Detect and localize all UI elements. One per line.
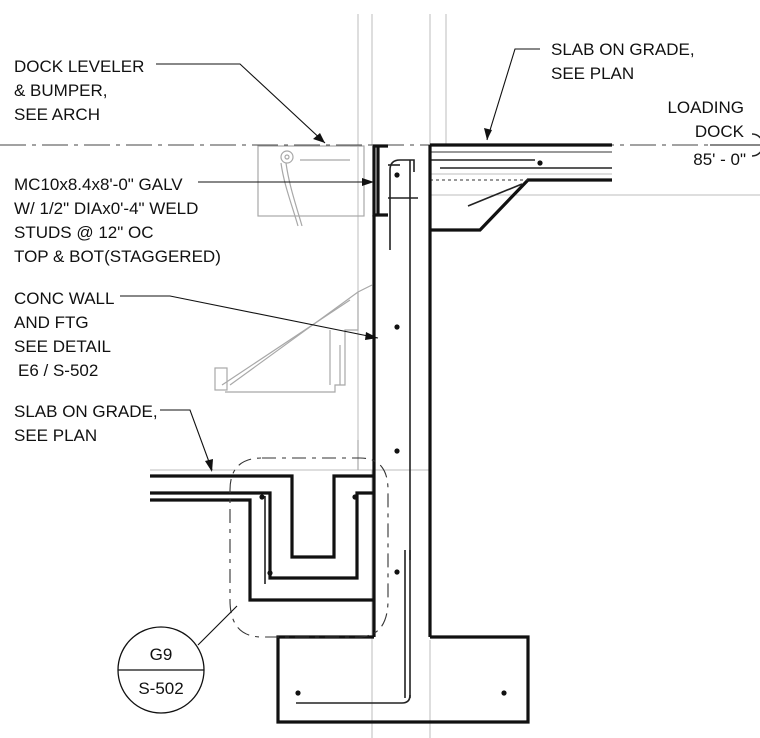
- note-channel-line-3: STUDS @ 12" OC: [14, 223, 154, 242]
- note-slab-top-line-2: SEE PLAN: [551, 64, 634, 83]
- note-channel-line-1: MC10x8.4x8'-0" GALV: [14, 175, 183, 194]
- loading-dock-label-line-2: DOCK: [695, 122, 745, 141]
- concrete-wall: [372, 145, 432, 698]
- loading-dock-level-tag: LOADING DOCK 85' - 0": [667, 98, 746, 169]
- detail-bubble[interactable]: G9 S-502: [117, 626, 205, 714]
- loading-dock-label-line-1: LOADING: [667, 98, 744, 117]
- leaders: [120, 48, 760, 646]
- note-conc-wall: CONC WALL AND FTG SEE DETAIL E6 / S-502: [14, 289, 114, 380]
- rebar-dots: [259, 160, 543, 696]
- leveler-mechanism-ghost: [214, 284, 373, 470]
- note-conc-wall-line-3: SEE DETAIL: [14, 337, 111, 356]
- note-conc-wall-line-2: AND FTG: [14, 313, 89, 332]
- note-channel-line-4: TOP & BOT(STAGGERED): [14, 247, 221, 266]
- note-slab-top: SLAB ON GRADE, SEE PLAN: [551, 40, 695, 83]
- note-slab-lower: SLAB ON GRADE, SEE PLAN: [14, 402, 158, 445]
- note-dock-leveler-line-3: SEE ARCH: [14, 105, 100, 124]
- note-slab-top-line-1: SLAB ON GRADE,: [551, 40, 695, 59]
- note-conc-wall-line-4: E6 / S-502: [18, 361, 98, 380]
- note-channel-line-2: W/ 1/2" DIAx0'-4" WELD: [14, 199, 198, 218]
- note-channel: MC10x8.4x8'-0" GALV W/ 1/2" DIAx0'-4" WE…: [14, 175, 221, 266]
- dock-leveler-ghost: [257, 145, 365, 227]
- note-slab-lower-line-1: SLAB ON GRADE,: [14, 402, 158, 421]
- note-slab-lower-line-2: SEE PLAN: [14, 426, 97, 445]
- note-dock-leveler-line-2: & BUMPER,: [14, 81, 108, 100]
- note-dock-leveler-line-1: DOCK LEVELER: [14, 57, 144, 76]
- note-conc-wall-line-1: CONC WALL: [14, 289, 114, 308]
- note-dock-leveler: DOCK LEVELER & BUMPER, SEE ARCH: [14, 57, 144, 124]
- top-slab-on-grade: [430, 143, 612, 232]
- edge-channel: [372, 144, 418, 217]
- elevation-label: 85' - 0": [693, 150, 746, 169]
- detail-bubble-number: G9: [150, 645, 173, 664]
- footing: [276, 635, 530, 724]
- lower-slab-with-pit: [150, 474, 374, 602]
- detail-callout-boundary: [229, 457, 389, 638]
- detail-bubble-sheet: S-502: [138, 679, 183, 698]
